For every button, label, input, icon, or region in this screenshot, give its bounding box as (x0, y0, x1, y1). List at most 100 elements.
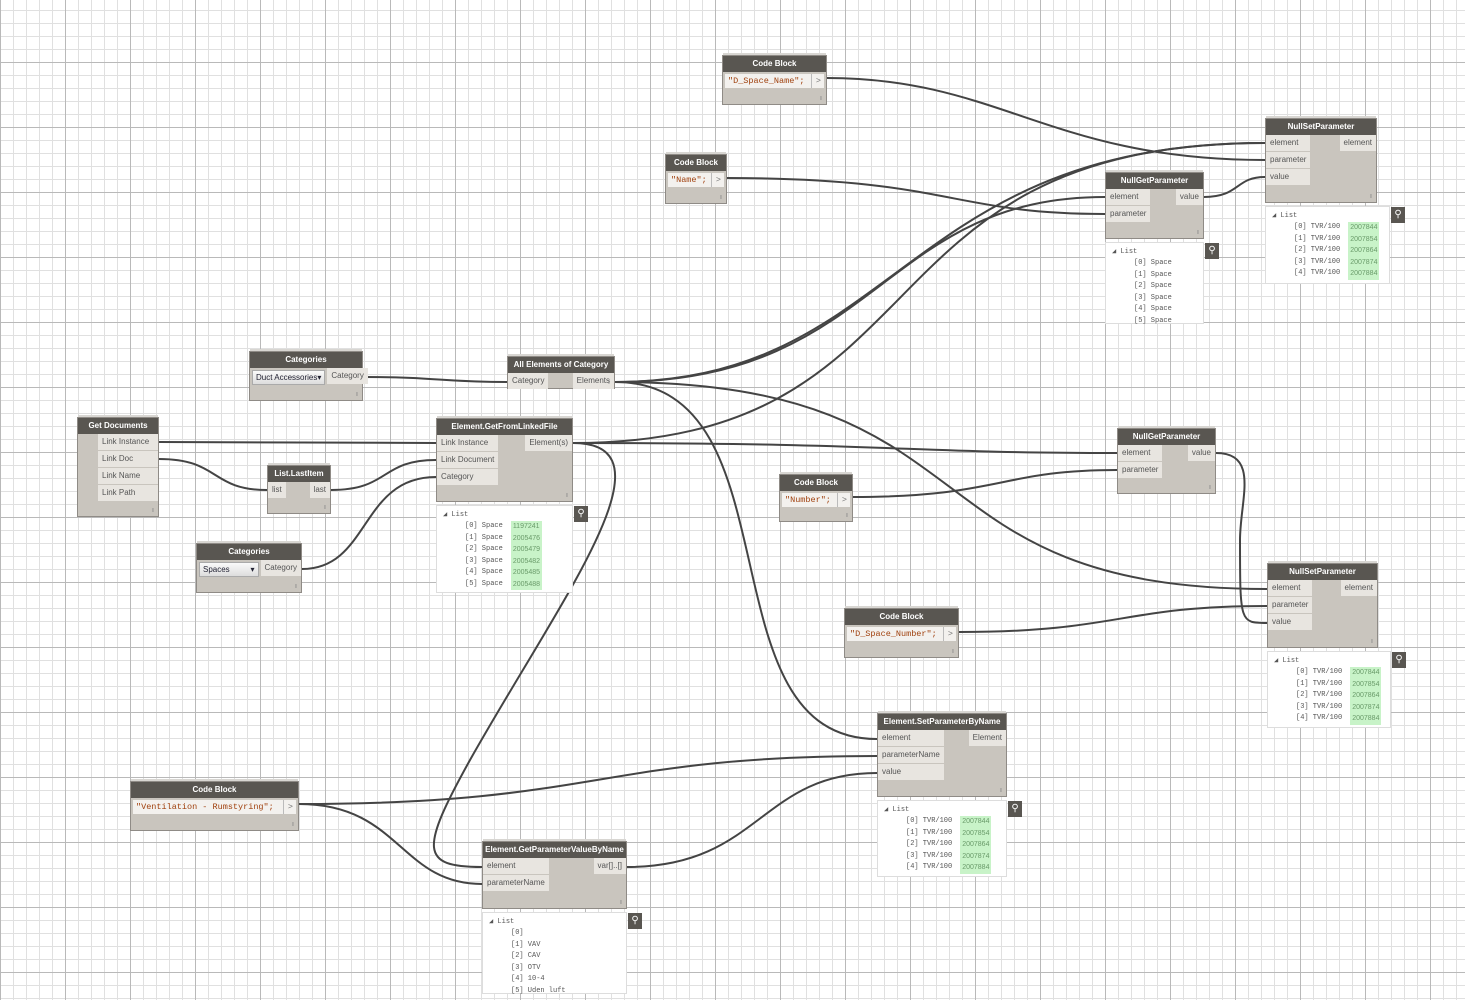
category-dropdown[interactable]: Duct Accessories▾ (252, 370, 326, 385)
node-title[interactable]: Element.SetParameterByName (878, 714, 1006, 730)
input-port-element[interactable]: element (1118, 445, 1163, 461)
resize-handle[interactable]: ı (1371, 638, 1373, 645)
resize-handle[interactable]: ı (566, 492, 568, 499)
element-id-link[interactable]: 2007854 (960, 827, 992, 839)
node-title[interactable]: Element.GetParameterValueByName (483, 842, 626, 858)
output-port-category[interactable]: Category (260, 560, 301, 576)
input-port-parametername[interactable]: parameterName (878, 747, 944, 763)
element-id-link[interactable]: 2007874 (1348, 256, 1380, 268)
code-block-input[interactable]: "D_Space_Number"; > (847, 627, 956, 641)
output-port[interactable]: > (836, 493, 847, 507)
resize-handle[interactable]: ı (324, 504, 326, 511)
output-port-element-s-[interactable]: Element(s) (525, 435, 572, 451)
input-port-parametername[interactable]: parameterName (483, 875, 549, 891)
node-title[interactable]: Code Block (845, 609, 958, 625)
output-port-link-instance[interactable]: Link Instance (98, 434, 158, 450)
pin-icon[interactable]: ⚲ (1391, 207, 1405, 223)
category-dropdown[interactable]: Spaces▾ (199, 562, 259, 577)
element-id-link[interactable]: 2005482 (510, 555, 543, 567)
input-port-list[interactable]: list (268, 482, 286, 498)
node-title[interactable]: Code Block (131, 782, 298, 798)
pin-icon[interactable]: ⚲ (1008, 801, 1022, 817)
collapse-triangle-icon[interactable]: ◢ (1272, 212, 1281, 220)
output-port[interactable]: > (282, 800, 293, 814)
output-port-element[interactable]: element (1340, 580, 1377, 596)
element-id-link[interactable]: 1197241 (510, 521, 542, 533)
input-port-link-instance[interactable]: Link Instance (437, 435, 499, 451)
pin-icon[interactable]: ⚲ (1205, 243, 1219, 259)
code-text[interactable]: "Number"; (785, 495, 831, 505)
list-header[interactable]: ◢ List (1272, 211, 1383, 220)
output-port-value[interactable]: value (1187, 445, 1215, 461)
output-port[interactable]: > (810, 74, 821, 88)
input-port-value[interactable]: value (1268, 614, 1313, 630)
pin-icon[interactable]: ⚲ (1392, 652, 1406, 668)
wire[interactable] (852, 469, 1118, 498)
node-title[interactable]: NullSetParameter (1268, 564, 1377, 580)
resize-handle[interactable]: ı (720, 194, 722, 201)
node-title[interactable]: List.LastItem (268, 466, 330, 482)
wire[interactable] (1203, 176, 1266, 198)
code-text[interactable]: "D_Space_Number"; (850, 629, 937, 639)
input-port-parameter[interactable]: parameter (1266, 152, 1311, 168)
input-port-link-document[interactable]: Link Document (437, 452, 499, 468)
output-port-link-name[interactable]: Link Name (98, 468, 158, 484)
node-title[interactable]: NullGetParameter (1106, 173, 1203, 189)
wire[interactable] (1215, 452, 1268, 624)
output-port-last[interactable]: last (309, 482, 330, 498)
code-block-input[interactable]: "Name";> (668, 173, 724, 187)
input-port-parameter[interactable]: parameter (1118, 462, 1163, 478)
output-port-element[interactable]: Element (968, 730, 1006, 746)
collapse-triangle-icon[interactable]: ◢ (489, 918, 498, 926)
wire[interactable] (958, 605, 1268, 633)
node-title[interactable]: NullGetParameter (1118, 429, 1215, 445)
list-header[interactable]: ◢ List (884, 805, 1000, 814)
output-port-var-[interactable]: var[]..[] (593, 858, 626, 874)
code-block-input[interactable]: "D_Space_Name"; > (725, 74, 824, 88)
input-port-parameter[interactable]: parameter (1268, 597, 1313, 613)
input-port-value[interactable]: value (878, 764, 944, 780)
input-port-parameter[interactable]: parameter (1106, 206, 1151, 222)
resize-handle[interactable]: ı (608, 379, 610, 386)
element-id-link[interactable]: 2007864 (960, 839, 992, 851)
list-header[interactable]: ◢ List (489, 917, 620, 926)
node-cb-dspacename[interactable]: Code Block"D_Space_Name";>ı (722, 55, 827, 105)
code-block-input[interactable]: "Ventilation - Rumstyring";> (133, 800, 296, 814)
wire[interactable] (362, 376, 508, 383)
node-cb-ventilation[interactable]: Code Block"Ventilation - Rumstyring";>ı (130, 781, 299, 831)
node-title[interactable]: Element.GetFromLinkedFile (437, 419, 572, 435)
resize-handle[interactable]: ı (152, 507, 154, 514)
resize-handle[interactable]: ı (356, 391, 358, 398)
resize-handle[interactable]: ı (1197, 229, 1199, 236)
input-port-element[interactable]: element (1266, 135, 1311, 151)
input-port-element[interactable]: element (878, 730, 944, 746)
node-title[interactable]: Code Block (723, 56, 826, 72)
node-title[interactable]: All Elements of Category (508, 357, 614, 373)
input-port-category[interactable]: Category (437, 469, 499, 485)
element-id-link[interactable]: 2005485 (510, 567, 543, 579)
element-id-link[interactable]: 2007864 (1350, 690, 1382, 702)
node-title[interactable]: Code Block (666, 155, 726, 171)
list-header[interactable]: ◢ List (1112, 247, 1197, 256)
wire[interactable] (572, 442, 1118, 454)
wire[interactable] (330, 459, 437, 491)
element-id-link[interactable]: 2007874 (960, 850, 992, 862)
element-id-link[interactable]: 2007884 (960, 862, 992, 874)
resize-handle[interactable]: ı (620, 899, 622, 906)
list-header[interactable]: ◢ List (1274, 656, 1384, 665)
output-port[interactable]: > (942, 627, 953, 641)
input-port-category[interactable]: Category (508, 373, 549, 389)
code-text[interactable]: "D_Space_Name"; (728, 76, 805, 86)
resize-handle[interactable]: ı (295, 583, 297, 590)
node-title[interactable]: NullSetParameter (1266, 119, 1376, 135)
output-port-element[interactable]: element (1339, 135, 1376, 151)
output-port-link-path[interactable]: Link Path (98, 485, 158, 501)
output-port-link-doc[interactable]: Link Doc (98, 451, 158, 467)
input-port-value[interactable]: value (1266, 169, 1311, 185)
wire[interactable] (614, 381, 878, 740)
